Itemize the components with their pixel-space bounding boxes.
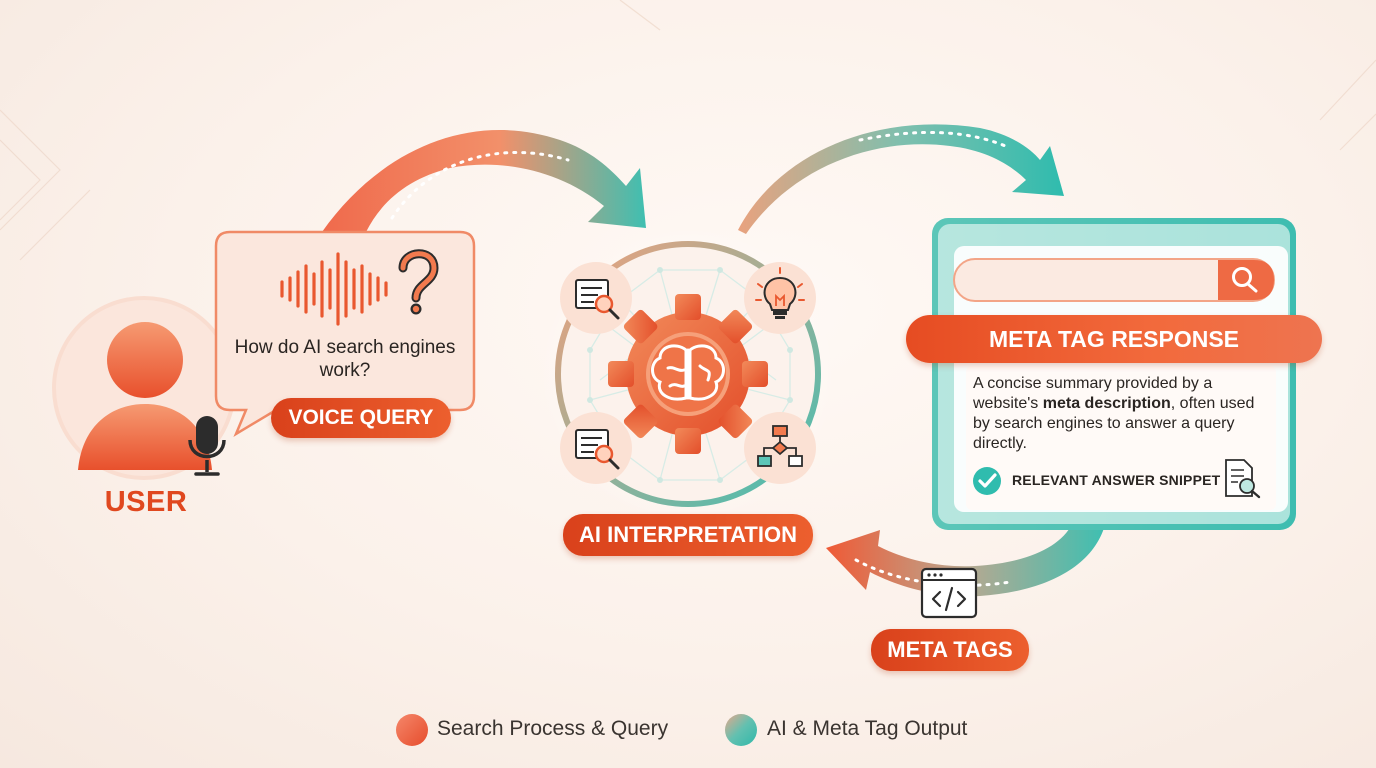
relevant-snippet-label: RELEVANT ANSWER SNIPPET xyxy=(1012,472,1221,488)
response-description-start: A concise summary provided by a website'… xyxy=(973,375,1213,412)
voice-query-label: VOICE QUERY xyxy=(271,398,451,438)
search-icon[interactable] xyxy=(1232,267,1258,293)
legend-label-ai: AI & Meta Tag Output xyxy=(767,717,968,740)
legend-dot-search xyxy=(396,714,428,746)
meta-tag-response-title: META TAG RESPONSE xyxy=(906,315,1322,363)
response-description: A concise summary provided by a website'… xyxy=(973,374,1263,454)
code-window-icon xyxy=(920,567,978,619)
arrow-query-to-ai xyxy=(322,130,646,232)
voice-question-text: How do AI search engines work? xyxy=(234,337,456,381)
response-description-end: , often used by search engines to answer… xyxy=(973,395,1255,452)
legend-label-search: Search Process & Query xyxy=(437,717,669,740)
user-label: USER xyxy=(104,486,188,518)
arrow-ai-to-response xyxy=(738,124,1064,234)
decorative-lines xyxy=(0,0,1376,261)
search-bar[interactable] xyxy=(953,258,1275,302)
document-magnifier-icon xyxy=(1225,459,1261,499)
flowchart-icon xyxy=(744,412,816,484)
arrow-metatags-to-ai xyxy=(826,524,1104,597)
response-description-bold: meta description xyxy=(1042,395,1171,412)
ai-interpretation-label: AI INTERPRETATION xyxy=(563,514,813,556)
sound-wave-icon xyxy=(280,252,388,326)
document-search-icon xyxy=(560,262,632,334)
microphone-icon xyxy=(188,416,226,476)
brain-icon xyxy=(651,344,725,401)
meta-tags-label: META TAGS xyxy=(871,629,1029,671)
question-mark-icon xyxy=(398,249,439,315)
lightbulb-icon xyxy=(744,262,816,334)
user-avatar xyxy=(52,296,236,480)
legend-dot-ai xyxy=(725,714,757,746)
document-search-icon-2 xyxy=(560,412,632,484)
check-icon xyxy=(973,467,1001,495)
